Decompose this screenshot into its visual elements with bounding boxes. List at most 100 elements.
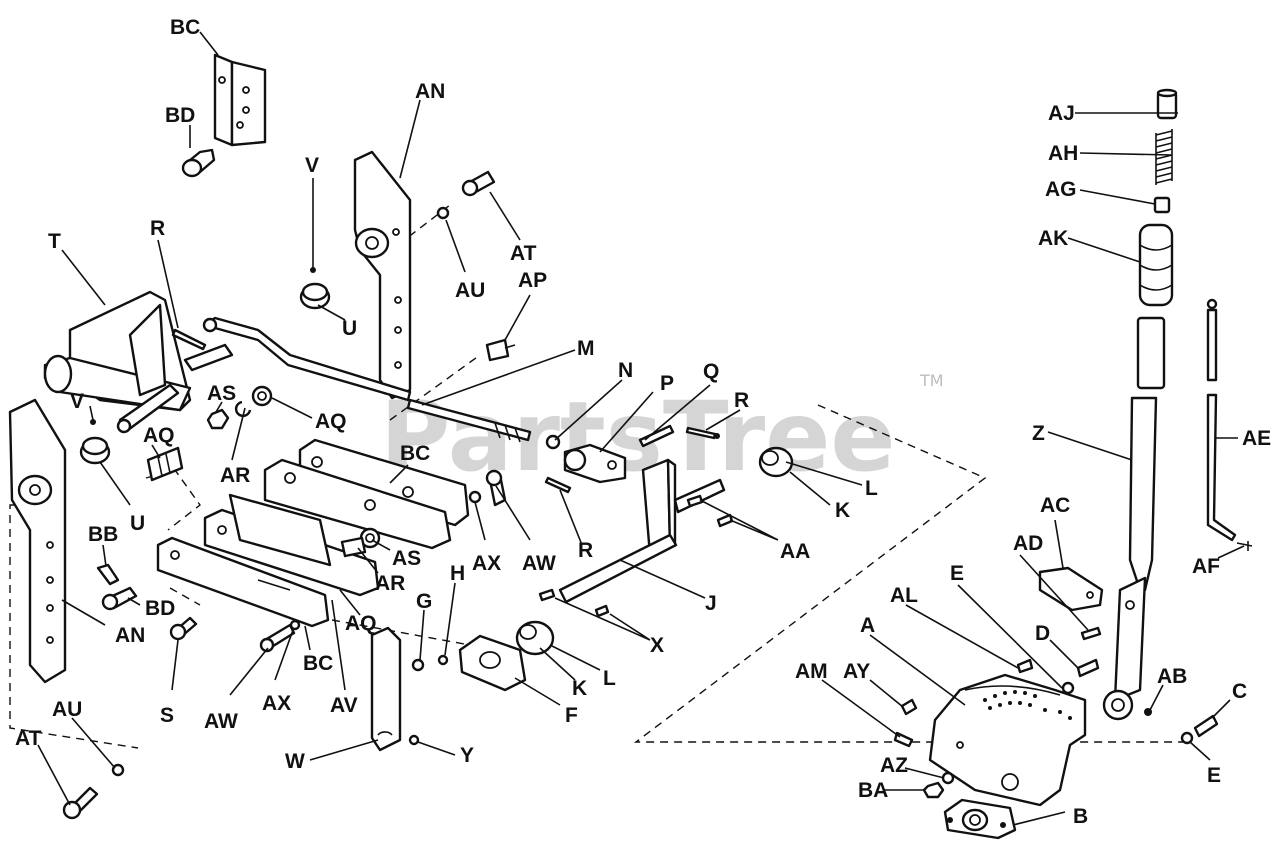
callout-k-bot: K	[572, 677, 587, 700]
handle-z	[1102, 396, 1158, 721]
callout-au-bot: AU	[52, 698, 82, 721]
pin-ad	[1080, 626, 1102, 641]
callout-ag: AG	[1045, 178, 1077, 201]
callout-ak: AK	[1038, 227, 1068, 250]
rod-ae	[1206, 298, 1237, 542]
callout-am: AM	[795, 660, 828, 683]
bearing-b	[943, 798, 1017, 840]
callout-al: AL	[890, 584, 918, 607]
callout-k-top: K	[835, 499, 850, 522]
pin-x-2	[594, 604, 610, 618]
callout-bc-top: BC	[170, 16, 200, 39]
screw-ay	[900, 698, 918, 716]
nut-ba	[922, 781, 945, 799]
callout-ac: AC	[1040, 494, 1070, 517]
washer-ax-bottom	[289, 619, 301, 631]
callout-v-top: V	[305, 154, 319, 177]
callout-e-bot: E	[1207, 764, 1221, 787]
bushing-k-top	[758, 446, 794, 478]
bolt-bd-left	[101, 586, 138, 611]
callout-r-right: R	[734, 389, 749, 412]
pin-r-right	[685, 426, 717, 440]
callout-e-top: E	[950, 562, 964, 585]
pin-v-left	[90, 419, 96, 425]
callout-ae: AE	[1242, 427, 1271, 450]
callout-r-mid: R	[578, 539, 593, 562]
callout-av: AV	[330, 694, 358, 717]
clip-as-mid	[359, 527, 381, 549]
callout-an-left: AN	[115, 624, 145, 647]
callout-aa: AA	[780, 540, 810, 563]
callout-s: S	[160, 704, 174, 727]
clevis-p	[563, 443, 627, 484]
bolt-s	[169, 616, 198, 641]
spring-ah	[1155, 129, 1173, 185]
callout-z: Z	[1032, 422, 1045, 445]
clip-ar-top	[234, 400, 252, 418]
callout-aj: AJ	[1048, 102, 1075, 125]
callout-ar-mid: AR	[375, 572, 405, 595]
callout-bd-left: BD	[145, 597, 175, 620]
callout-h: H	[450, 562, 465, 585]
callout-bc-mid: BC	[400, 442, 430, 465]
pin-r-mid	[544, 476, 572, 494]
dashed-line-bd	[169, 587, 201, 606]
rod-upper	[203, 316, 412, 402]
callout-u-top: U	[342, 317, 357, 340]
callout-q: Q	[703, 360, 719, 383]
bracket-bc-top	[213, 53, 267, 147]
callout-l-bot: L	[603, 667, 616, 690]
callout-g: G	[416, 590, 432, 613]
callout-ap: AP	[518, 269, 547, 292]
callout-ah: AH	[1048, 142, 1078, 165]
bolt-ap	[485, 338, 516, 362]
callout-u-left: U	[130, 512, 145, 535]
callout-j: J	[705, 592, 717, 615]
leader-lines	[37, 31, 1245, 826]
callout-ax-bot: AX	[262, 692, 291, 715]
bolt-aw-bottom	[259, 623, 296, 653]
callout-ar-top: AR	[220, 464, 250, 487]
dashed-outline-left	[9, 504, 139, 749]
callout-y: Y	[460, 744, 474, 767]
washer-au-top	[436, 206, 450, 220]
watermark-trademark: TM	[919, 371, 944, 390]
callout-v-left: V	[70, 390, 84, 413]
pin-y	[408, 734, 420, 746]
bushing-u-left	[79, 436, 111, 465]
callout-r-top: R	[150, 217, 165, 240]
callout-bc-bot: BC	[303, 652, 333, 675]
shaft-t-lower	[116, 343, 234, 434]
link-bc-bottom	[156, 536, 330, 628]
lever-w	[370, 626, 402, 752]
callout-ax-mid: AX	[472, 552, 501, 575]
callout-au-top: AU	[455, 279, 485, 302]
rod-m	[406, 398, 532, 443]
screw-c	[1193, 714, 1219, 738]
callout-af: AF	[1192, 555, 1220, 578]
callout-c: C	[1232, 680, 1247, 703]
callout-az: AZ	[880, 754, 908, 777]
callout-ab: AB	[1157, 665, 1187, 688]
pin-af	[1236, 541, 1253, 551]
dashed-outline-right	[633, 404, 1185, 743]
callout-n: N	[618, 359, 633, 382]
callout-aw-mid: AW	[522, 552, 556, 575]
callout-ad: AD	[1013, 532, 1043, 555]
bolt-at-bottom	[62, 786, 99, 820]
bolt-at-top	[461, 170, 496, 197]
callout-bd-top: BD	[165, 104, 195, 127]
watermark-text: PartsTree	[380, 381, 895, 493]
callout-at-bot: AT	[15, 727, 42, 750]
callout-an-top: AN	[415, 80, 445, 103]
callout-ba: BA	[858, 779, 888, 802]
nut-as-top	[206, 408, 230, 430]
callout-aq-mid: AQ	[315, 410, 347, 433]
nut-aq-left	[146, 446, 184, 482]
pin-r-top	[171, 328, 207, 351]
callout-b: B	[1073, 805, 1088, 828]
dashed-line-arm	[389, 354, 481, 421]
bracket-ac	[1038, 566, 1104, 612]
screw-d	[1076, 658, 1100, 678]
